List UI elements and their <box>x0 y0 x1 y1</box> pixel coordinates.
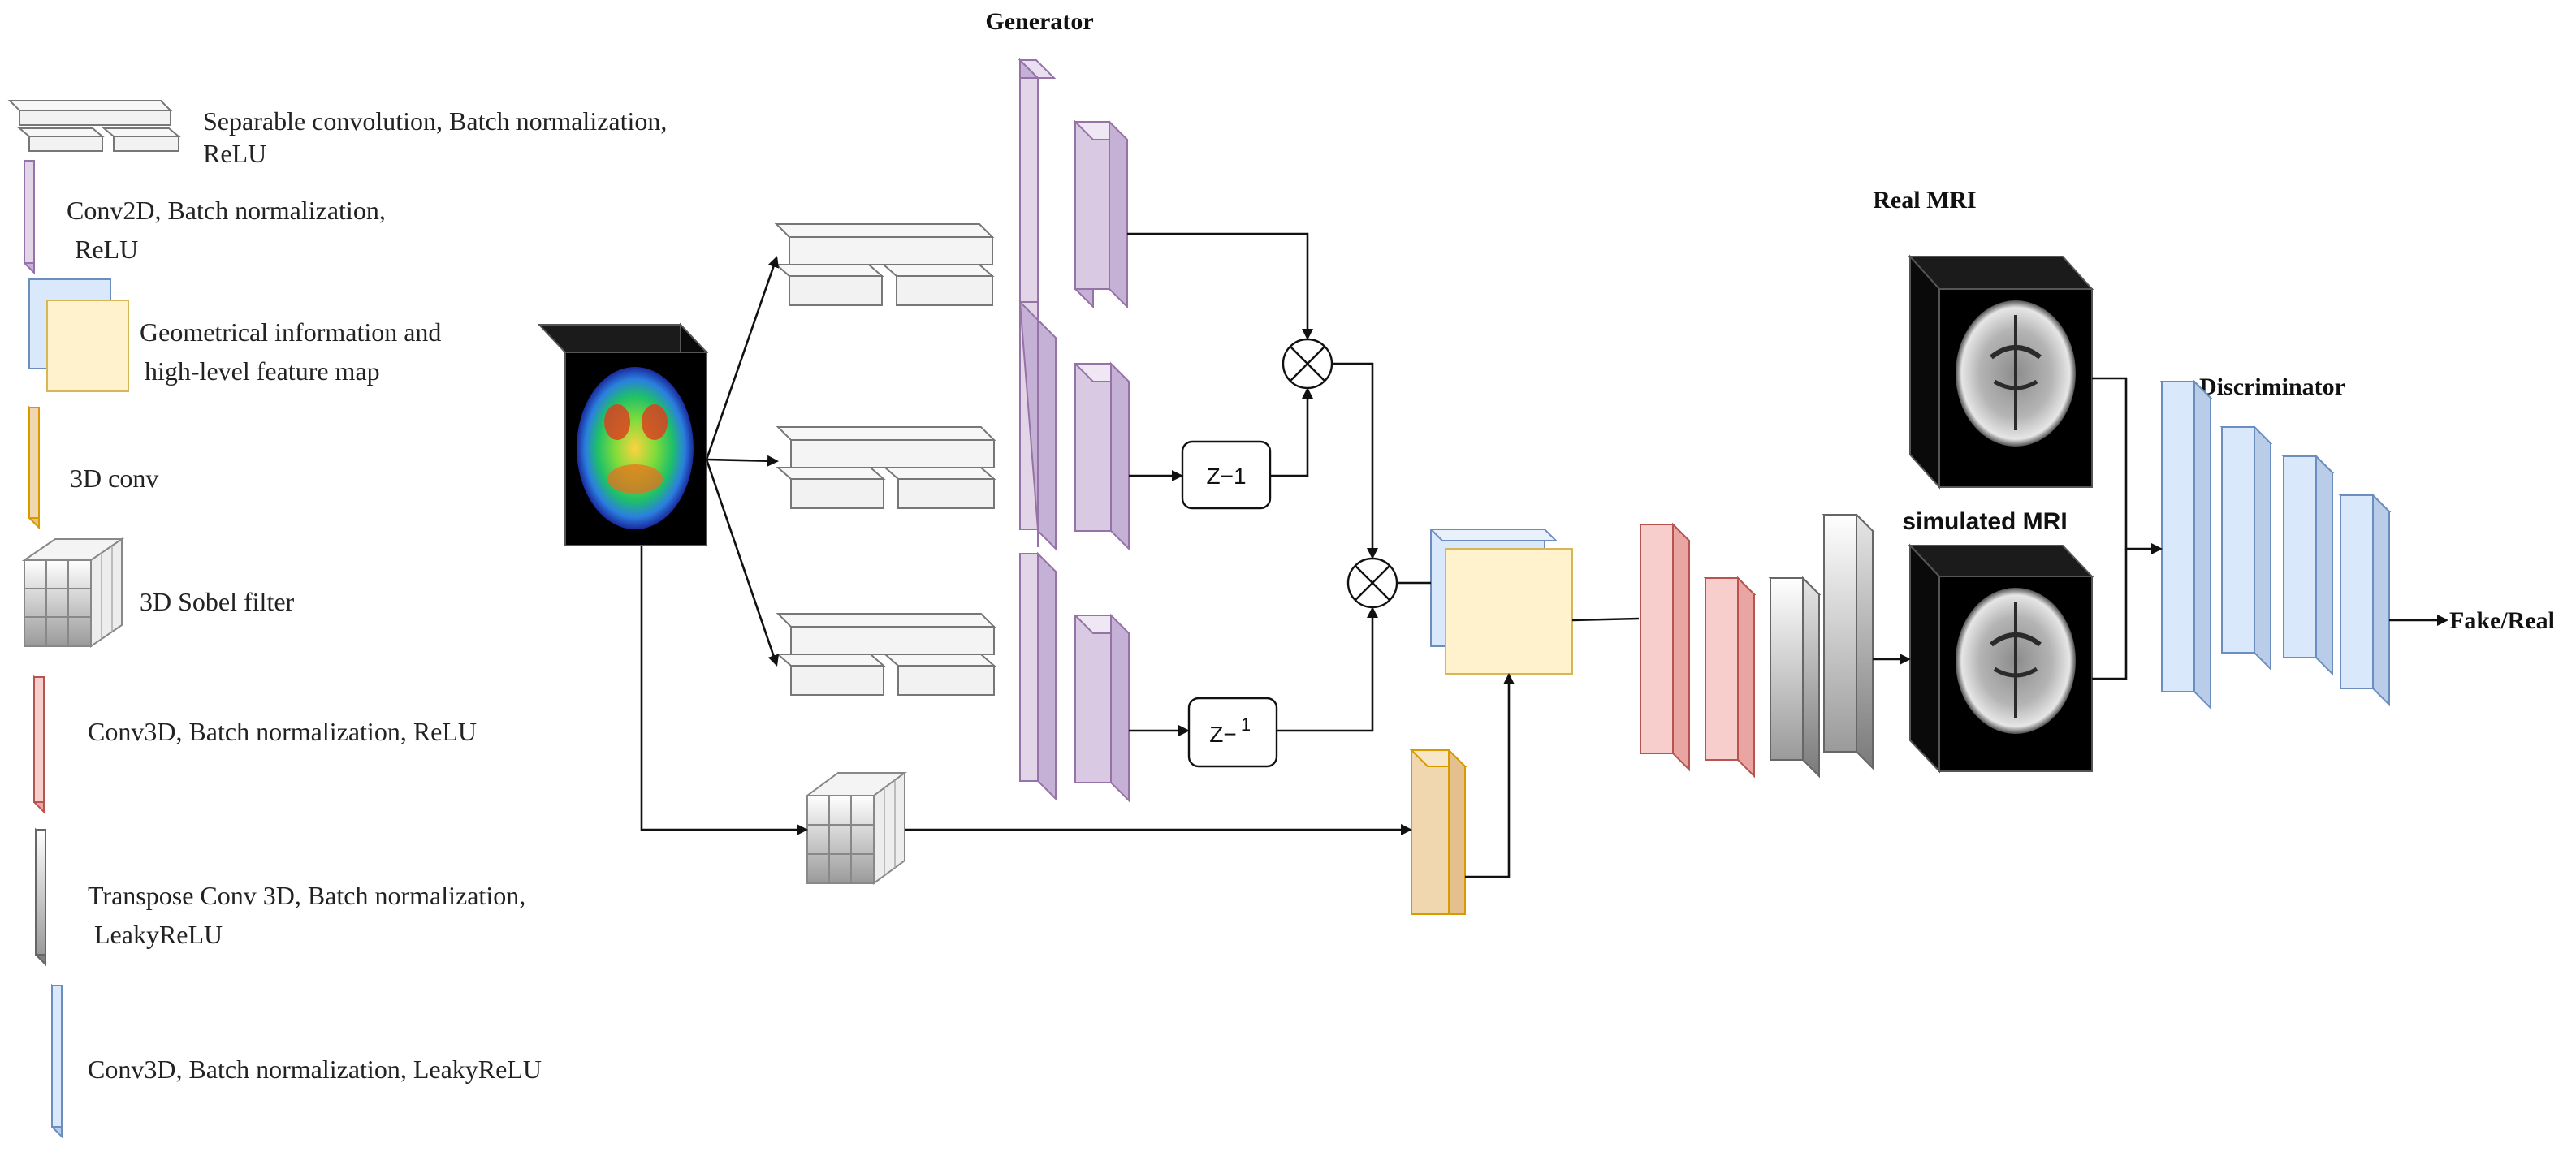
legend: Separable convolution, Batch normalizati… <box>7 100 673 1139</box>
simulated-mri-title: simulated MRI <box>1902 508 2067 535</box>
legend-conv2d-icon <box>24 158 35 275</box>
legend-transpose-icon <box>35 827 46 967</box>
svg-text:1: 1 <box>1241 714 1251 735</box>
legend-transpose-label: Transpose Conv 3D, Batch normalization, … <box>88 881 532 949</box>
feature-map-block <box>1428 529 1573 675</box>
discriminator-block-1 <box>2159 379 2213 710</box>
simulated-mri-volume <box>1908 543 2094 774</box>
conv3d-red-block-2 <box>1703 576 1757 779</box>
legend-geometrical-label: Geometrical information and high-level f… <box>140 317 447 386</box>
delay-box-1: Z−1 <box>1181 440 1272 510</box>
separable-block-1 <box>774 223 995 306</box>
legend-sobel-label: 3D Sobel filter <box>140 587 295 616</box>
legend-sobel-icon <box>21 537 125 648</box>
legend-conv3d-leaky-label: Conv3D, Batch normalization, LeakyReLU <box>88 1055 542 1084</box>
sobel-filter-block <box>804 771 908 885</box>
legend-conv3d-relu-icon <box>33 675 45 814</box>
legend-conv3d-leaky-icon <box>51 983 63 1139</box>
legend-3dconv-label: 3D conv <box>70 464 158 493</box>
real-mri-title: Real MRI <box>1873 187 1976 214</box>
delay-box-2: Z− 1 <box>1187 697 1278 768</box>
legend-conv2d-label: Conv2D, Batch normalization, ReLU <box>67 196 392 264</box>
conv2d-pair-3 <box>1019 551 1131 803</box>
pet-input-volume <box>537 322 709 548</box>
connectors <box>640 232 2448 878</box>
multiply-node-1 <box>1282 338 1333 390</box>
discriminator-block-2 <box>2219 425 2273 671</box>
output-label: Fake/Real <box>2449 607 2555 634</box>
discriminator-title: Discriminator <box>2199 373 2345 400</box>
transpose-block-2 <box>1822 512 1875 770</box>
discriminator-block-4 <box>2338 493 2392 707</box>
discriminator-block-3 <box>2281 454 2335 676</box>
svg-text:Z−: Z− <box>1209 722 1236 747</box>
svg-text:Z−1: Z−1 <box>1206 464 1246 489</box>
generator-title: Generator <box>985 8 1093 35</box>
separable-block-3 <box>776 613 996 696</box>
legend-3dconv-icon <box>28 405 40 530</box>
conv3d-orange-block <box>1409 748 1467 915</box>
legend-separable-label: Separable convolution, Batch normalizati… <box>203 106 673 168</box>
pet-brain-scan <box>577 367 694 529</box>
conv2d-pair-2 <box>1018 300 1131 551</box>
legend-separable-icon <box>7 100 181 152</box>
multiply-node-2 <box>1346 557 1398 609</box>
legend-geometrical-icon <box>28 278 129 392</box>
transpose-block-1 <box>1768 576 1822 779</box>
separable-block-2 <box>776 426 996 509</box>
conv2d-pair-1 <box>1018 58 1130 309</box>
legend-conv3d-relu-label: Conv3D, Batch normalization, ReLU <box>88 717 477 746</box>
real-mri-volume <box>1908 254 2094 490</box>
conv3d-red-block-1 <box>1638 522 1692 772</box>
